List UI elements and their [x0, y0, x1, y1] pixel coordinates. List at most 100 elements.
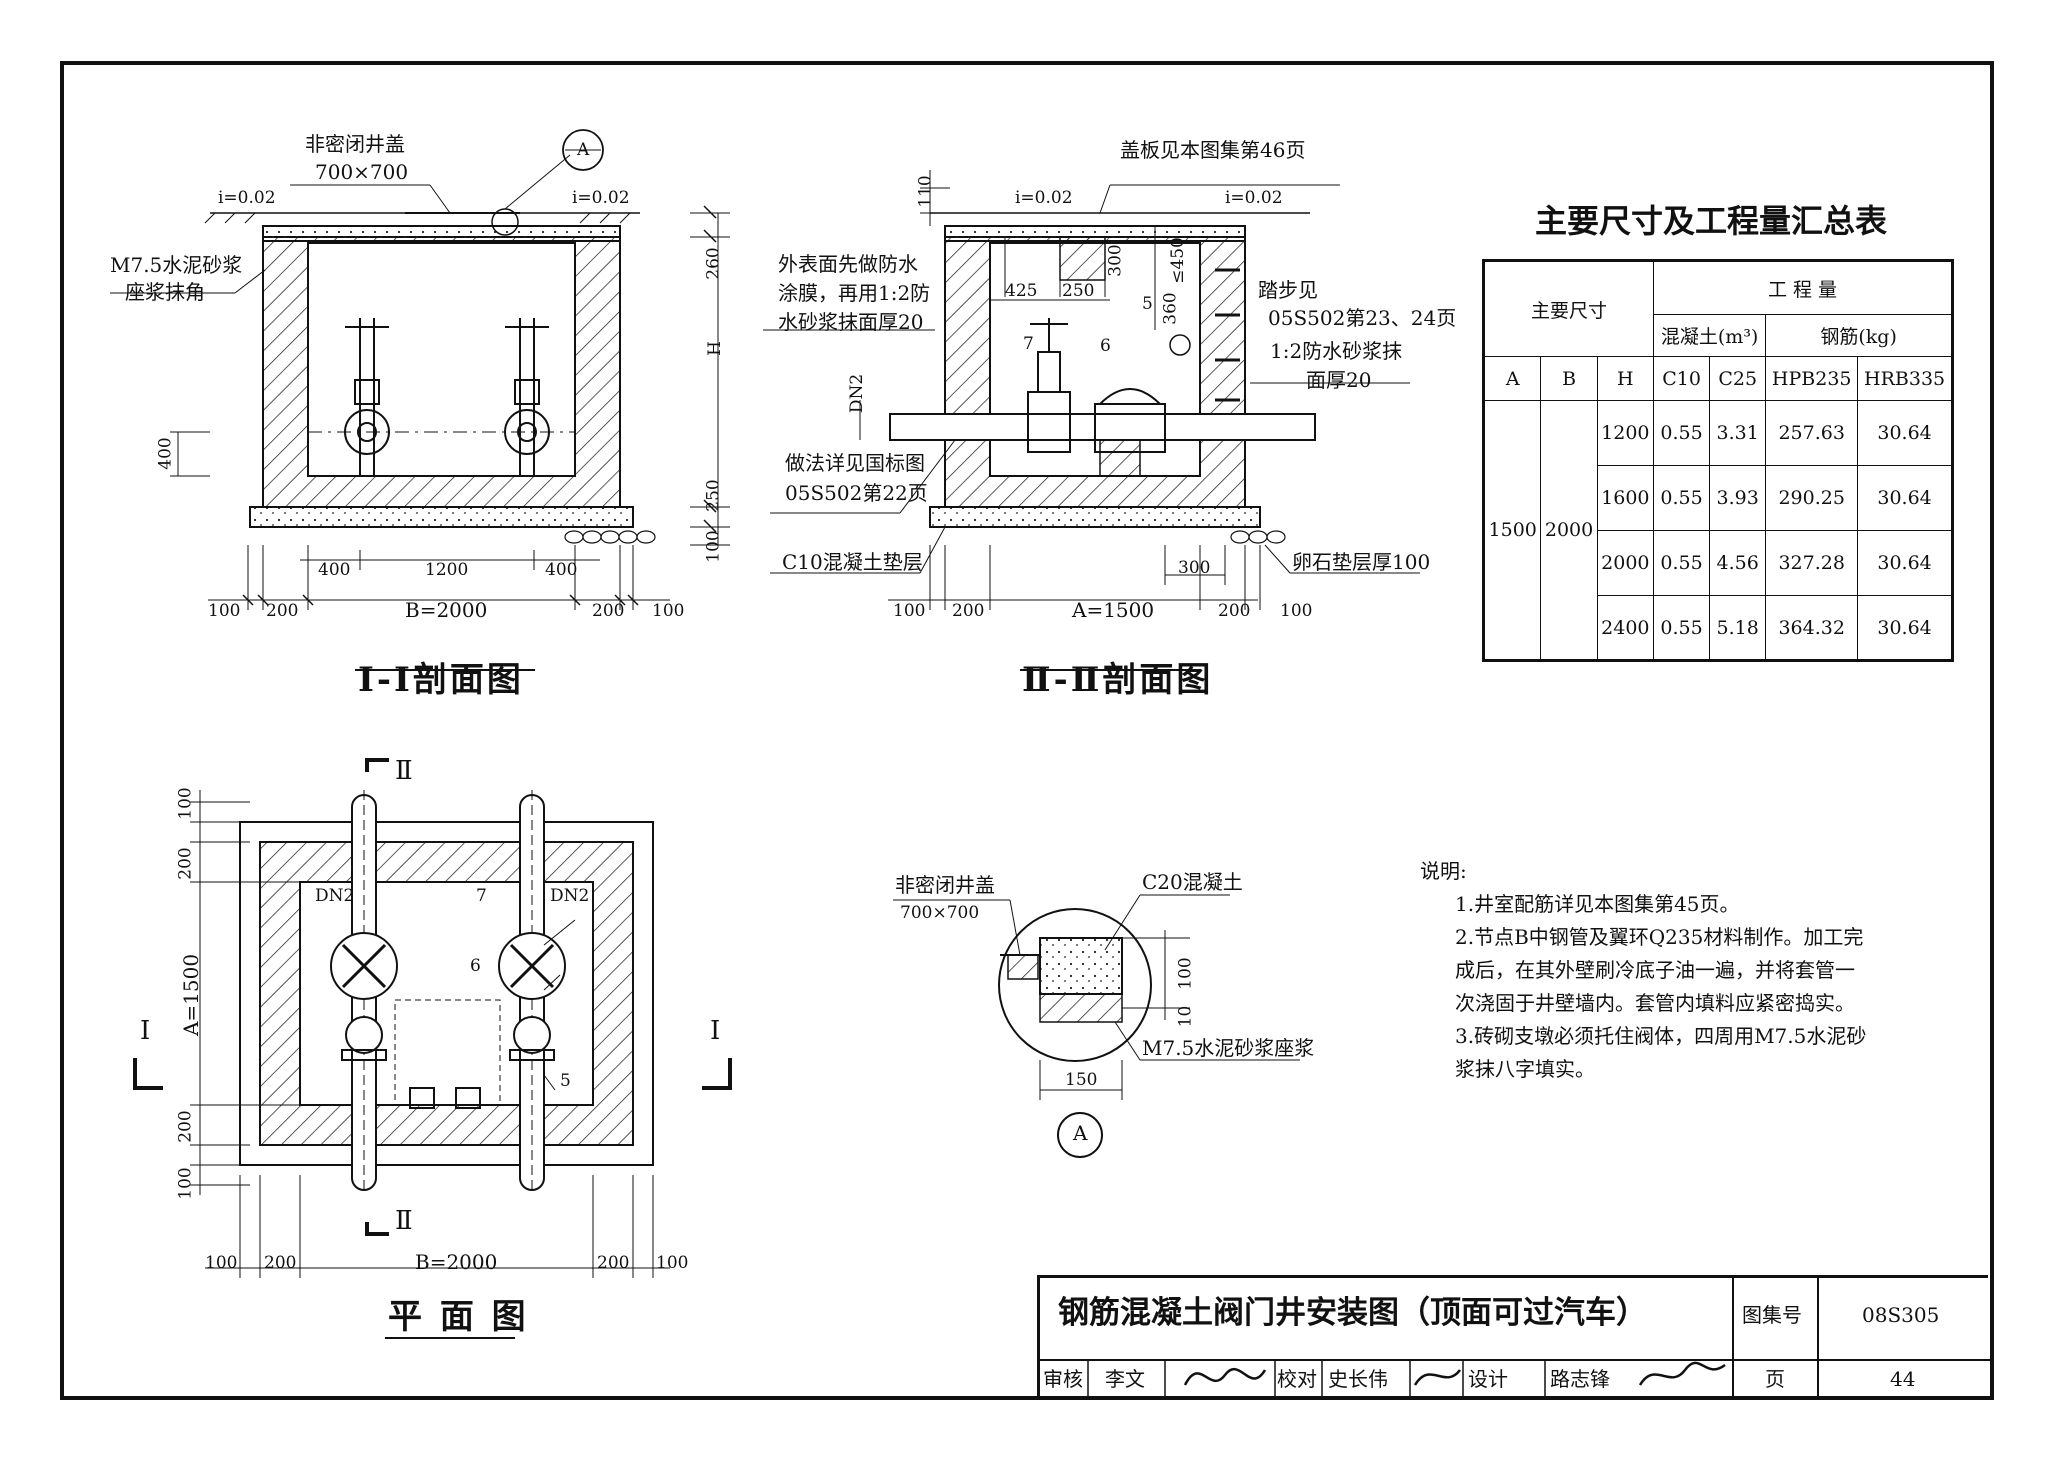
note-line: 3.砖砌支墩必须托住阀体，四周用M7.5水泥砂 — [1455, 1024, 1867, 1048]
step-label-3: 1:2防水砂浆抹 — [1270, 339, 1403, 363]
reviewer-name: 李文 — [1105, 1367, 1145, 1391]
dim-100-plan-a: 100 — [205, 1253, 238, 1273]
detail-marker-label: A — [577, 140, 590, 160]
section-2-drawing — [763, 170, 1420, 671]
waterproof-label-1: 外表面先做防水 — [778, 252, 918, 276]
detail-dim-100: 100 — [1175, 957, 1196, 990]
check-label: 校对 — [1277, 1367, 1317, 1391]
table-cell: 257.63 — [1765, 400, 1859, 466]
slope-label-2b: i=0.02 — [1225, 188, 1283, 208]
dim-100-a: 100 — [208, 601, 241, 621]
dim-110: 110 — [915, 175, 936, 208]
dim-200-plan-bottom: 200 — [175, 1110, 196, 1143]
notes-block: 说明: 1.井室配筋详见本图集第45页。 2.节点B中钢管及翼环Q235材料制作… — [1420, 855, 1866, 1086]
table-cell: 2000 — [1596, 530, 1654, 596]
review-label: 审核 — [1043, 1367, 1083, 1391]
dim-200-b: 200 — [592, 601, 625, 621]
detail-mortar-label: M7.5水泥砂浆座浆 — [1142, 1036, 1315, 1060]
item-5-label: 5 — [1142, 294, 1153, 314]
plan-section-mark-bottom: Ⅱ — [395, 1206, 416, 1236]
slope-label-right: i=0.02 — [572, 188, 630, 208]
dim-H: H — [704, 341, 725, 356]
table-cell: 0.55 — [1652, 595, 1711, 661]
table-cell: 4.56 — [1709, 530, 1767, 596]
th-col-c10: C10 — [1652, 356, 1711, 401]
table-row: 2400 0.55 5.18 364.32 30.64 — [1484, 595, 1953, 661]
dim-1200: 1200 — [425, 560, 469, 580]
mortar-corner-label-2: 座浆抹角 — [125, 280, 205, 304]
title-block — [1037, 1275, 1988, 1396]
sheet-border — [60, 61, 1994, 1400]
dim-425: 425 — [1005, 281, 1038, 301]
design-label: 设计 — [1468, 1367, 1508, 1391]
mortar-corner-label-1: M7.5水泥砂浆 — [110, 253, 243, 277]
item-7-label: 7 — [1023, 334, 1034, 354]
waterproof-label-2: 涂膜，再用1:2防 — [778, 281, 931, 305]
dn-label-s2: DN2 — [847, 373, 868, 414]
notes-heading: 说明: — [1420, 859, 1467, 883]
dim-200-s2a: 200 — [952, 601, 985, 621]
dim-100-s2a: 100 — [893, 601, 926, 621]
th-rebar: 钢筋(kg) — [1765, 314, 1953, 357]
dim-100-plan-bottom: 100 — [175, 1167, 196, 1200]
dim-100-plan-b: 100 — [656, 1253, 689, 1273]
dim-400-a: 400 — [318, 560, 351, 580]
quantity-table: 主要尺寸 工 程 量 混凝土(m³) 钢筋(kg) A B H C10 C25 … — [1482, 259, 1954, 662]
method-label-1: 做法详见国标图 — [785, 451, 925, 475]
table-cell: 2400 — [1596, 595, 1654, 661]
cell-a-value: 1500 — [1482, 400, 1542, 661]
dim-200-plan-b: 200 — [597, 1253, 630, 1273]
table-cell: 0.55 — [1652, 465, 1711, 531]
item-5-plan: 5 — [560, 1071, 571, 1091]
dim-200-a: 200 — [266, 601, 299, 621]
dim-100-s2b: 100 — [1280, 601, 1313, 621]
plan-section-mark-left: Ⅰ — [140, 1016, 151, 1046]
th-quantity: 工 程 量 — [1652, 260, 1954, 315]
section-1-drawing — [110, 129, 730, 671]
table-cell: 1200 — [1596, 400, 1654, 466]
item-6-label: 6 — [1100, 336, 1111, 356]
th-col-c25: C25 — [1709, 356, 1767, 401]
detail-a-marker: A — [1073, 1121, 1088, 1145]
note-line: 浆抹八字填实。 — [1455, 1057, 1595, 1081]
dim-250: 250 — [703, 479, 724, 512]
atlas-label: 图集号 — [1742, 1303, 1802, 1327]
pebble-layer-label: 卵石垫层厚100 — [1292, 550, 1431, 574]
note-line: 2.节点B中钢管及翼环Q235材料制作。加工完 — [1455, 925, 1864, 949]
drawing-title: 钢筋混凝土阀门井安装图（顶面可过汽车） — [1058, 1295, 1647, 1331]
page-number: 44 — [1890, 1367, 1916, 1391]
dn-label-plan-left: DN2 — [315, 886, 355, 906]
cover-label: 非密闭井盖 — [305, 132, 405, 156]
dim-400-left: 400 — [155, 437, 176, 470]
th-col-hpb235: HPB235 — [1765, 356, 1859, 401]
table-cell: 0.55 — [1652, 530, 1711, 596]
dim-b2000-plan: B=2000 — [415, 1250, 498, 1274]
dim-200-plan-top: 200 — [175, 847, 196, 880]
title-block-lines — [1037, 1275, 1992, 1398]
table-cell: 30.64 — [1857, 400, 1953, 466]
table-cell: 0.55 — [1652, 400, 1711, 466]
cover-size-label: 700×700 — [315, 160, 409, 184]
th-col-hrb335: HRB335 — [1857, 356, 1953, 401]
table-row: 1500 2000 1200 0.55 3.31 257.63 30.64 — [1482, 400, 1953, 661]
table-cell: 30.64 — [1857, 595, 1953, 661]
step-label-4: 面厚20 — [1306, 368, 1372, 392]
cell-b-value: 2000 — [1540, 400, 1598, 661]
step-label-1: 踏步见 — [1258, 278, 1318, 302]
dn-label-plan-right: DN2 — [550, 886, 590, 906]
detail-a-drawing — [893, 894, 1300, 1158]
dim-b2000-s1: B=2000 — [405, 598, 488, 622]
table-cell: 290.25 — [1765, 465, 1859, 531]
dim-300-s2: 300 — [1105, 244, 1126, 277]
dim-le450: ≤450 — [1167, 237, 1188, 284]
dim-200-plan-a: 200 — [264, 1253, 297, 1273]
slope-label-left: i=0.02 — [218, 188, 276, 208]
dim-a1500-s2: A=1500 — [1072, 598, 1155, 622]
dim-360: 360 — [1160, 292, 1181, 325]
dim-a1500-plan: A=1500 — [179, 953, 204, 1037]
item-6-plan: 6 — [470, 956, 481, 976]
plan-title: 平 面 图 — [388, 1297, 529, 1337]
table-cell: 3.31 — [1709, 400, 1767, 466]
table-cell: 3.93 — [1709, 465, 1767, 531]
table-cell: 5.18 — [1709, 595, 1767, 661]
